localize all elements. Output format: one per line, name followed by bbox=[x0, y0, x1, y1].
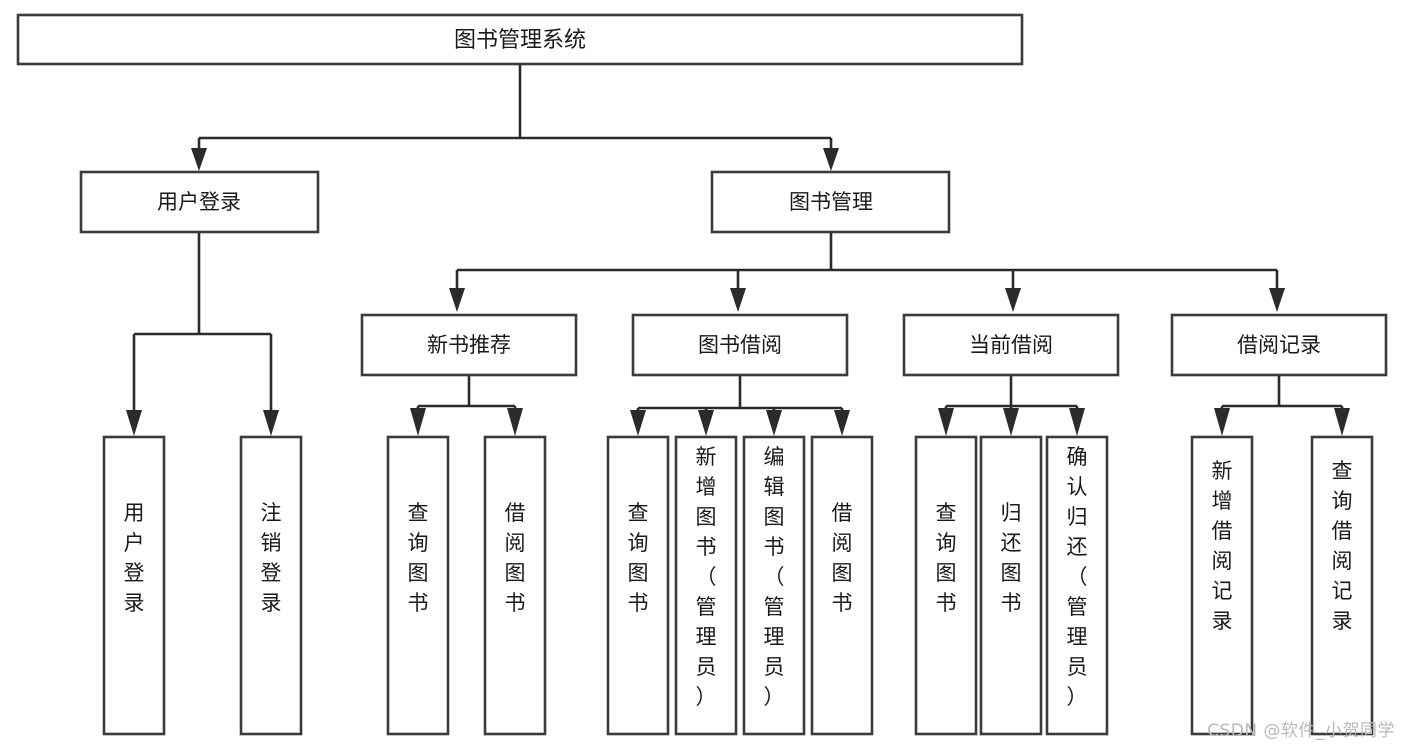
node-label: 新书推荐 bbox=[427, 333, 511, 357]
node-box bbox=[710, 170, 951, 234]
node-box bbox=[631, 313, 849, 377]
node-leaf-query-record[interactable]: 查询借阅记录 bbox=[1310, 435, 1374, 736]
node-box bbox=[606, 435, 670, 736]
node-label: 用户登录 bbox=[157, 190, 241, 214]
node-label: 图书管理系统 bbox=[454, 28, 586, 53]
node-box bbox=[1170, 313, 1388, 377]
node-label: 图书借阅 bbox=[698, 333, 782, 357]
arrow-icon bbox=[263, 410, 279, 436]
node-label: 查询图书 bbox=[936, 501, 957, 615]
node-box bbox=[742, 435, 806, 736]
connector-user-login-to-leaves bbox=[126, 232, 279, 436]
node-box bbox=[902, 313, 1120, 377]
node-leaf-add-record[interactable]: 新增借阅记录 bbox=[1190, 435, 1254, 736]
node-label: 查询图书 bbox=[408, 501, 429, 615]
node-leaf-borrow-book-1[interactable]: 借阅图书 bbox=[483, 435, 547, 736]
arrow-icon bbox=[698, 410, 714, 436]
arrow-icon bbox=[630, 410, 646, 436]
node-leaf-query-book-1[interactable]: 查询图书 bbox=[386, 435, 450, 736]
node-leaf-add-book[interactable]: 新增图书（管理员） bbox=[674, 435, 738, 736]
connector-book-manage-to-level3 bbox=[449, 232, 1285, 312]
arrow-icon bbox=[1269, 288, 1285, 312]
node-label: 新增借阅记录 bbox=[1212, 459, 1233, 633]
arrow-icon bbox=[449, 288, 465, 312]
arrow-icon bbox=[938, 408, 954, 436]
node-leaf-edit-book[interactable]: 编辑图书（管理员） bbox=[742, 435, 806, 736]
connector-new-book-recommend-to-leaves bbox=[410, 375, 523, 436]
node-box bbox=[1190, 435, 1254, 736]
node-new-book-recommend[interactable]: 新书推荐 bbox=[360, 313, 578, 377]
node-leaf-user-login[interactable]: 用户登录 bbox=[102, 435, 166, 736]
arrow-icon bbox=[1005, 288, 1021, 312]
node-label: 查询借阅记录 bbox=[1332, 459, 1353, 633]
arrow-icon bbox=[834, 410, 850, 436]
node-leaf-borrow-book-2[interactable]: 借阅图书 bbox=[810, 435, 874, 736]
node-box bbox=[674, 435, 738, 736]
node-label: 确认归还（管理员） bbox=[1067, 445, 1088, 709]
arrow-icon bbox=[1003, 408, 1019, 436]
arrow-icon bbox=[1214, 408, 1230, 436]
node-label: 借阅图书 bbox=[832, 501, 853, 615]
arrow-icon bbox=[766, 410, 782, 436]
node-box bbox=[810, 435, 874, 736]
node-borrow-record[interactable]: 借阅记录 bbox=[1170, 313, 1388, 377]
node-user-login[interactable]: 用户登录 bbox=[79, 170, 320, 234]
node-box bbox=[360, 313, 578, 377]
node-box bbox=[239, 435, 303, 736]
arrow-icon bbox=[730, 288, 746, 312]
node-label: 当前借阅 bbox=[969, 333, 1053, 357]
node-box bbox=[79, 170, 320, 234]
node-box bbox=[1310, 435, 1374, 736]
arrow-icon bbox=[126, 410, 142, 436]
arrow-icon bbox=[507, 408, 523, 436]
node-label: 借阅图书 bbox=[505, 501, 526, 615]
node-box bbox=[16, 13, 1024, 66]
node-box bbox=[1045, 435, 1109, 736]
connector-borrow-record-to-leaves bbox=[1214, 375, 1350, 436]
node-label: 图书管理 bbox=[789, 190, 873, 214]
node-label: 注销登录 bbox=[261, 501, 282, 615]
node-book-borrow[interactable]: 图书借阅 bbox=[631, 313, 849, 377]
node-box bbox=[483, 435, 547, 736]
connector-root-to-level2 bbox=[191, 64, 839, 171]
node-leaf-user-logout[interactable]: 注销登录 bbox=[239, 435, 303, 736]
node-leaf-return-book[interactable]: 归还图书 bbox=[979, 435, 1043, 736]
node-leaf-query-book-3[interactable]: 查询图书 bbox=[914, 435, 978, 736]
connector-current-borrow-to-leaves bbox=[938, 375, 1085, 436]
arrow-icon bbox=[1069, 408, 1085, 436]
arrow-icon bbox=[1334, 408, 1350, 436]
node-box bbox=[979, 435, 1043, 736]
node-label: 借阅记录 bbox=[1237, 333, 1321, 357]
node-current-borrow[interactable]: 当前借阅 bbox=[902, 313, 1120, 377]
arrow-icon bbox=[410, 408, 426, 436]
node-label: 查询图书 bbox=[628, 501, 649, 615]
node-label: 用户登录 bbox=[124, 501, 145, 615]
connector-book-borrow-to-leaves bbox=[630, 375, 850, 436]
node-label: 编辑图书（管理员） bbox=[764, 445, 785, 709]
node-box bbox=[914, 435, 978, 736]
node-book-manage[interactable]: 图书管理 bbox=[710, 170, 951, 234]
arrow-icon bbox=[191, 148, 207, 171]
arrow-icon bbox=[823, 148, 839, 171]
node-box bbox=[386, 435, 450, 736]
node-label: 归还图书 bbox=[1001, 501, 1022, 615]
node-root[interactable]: 图书管理系统 bbox=[16, 13, 1024, 66]
node-box bbox=[102, 435, 166, 736]
node-leaf-query-book-2[interactable]: 查询图书 bbox=[606, 435, 670, 736]
node-label: 新增图书（管理员） bbox=[696, 445, 717, 709]
node-leaf-confirm-return[interactable]: 确认归还（管理员） bbox=[1045, 435, 1109, 736]
